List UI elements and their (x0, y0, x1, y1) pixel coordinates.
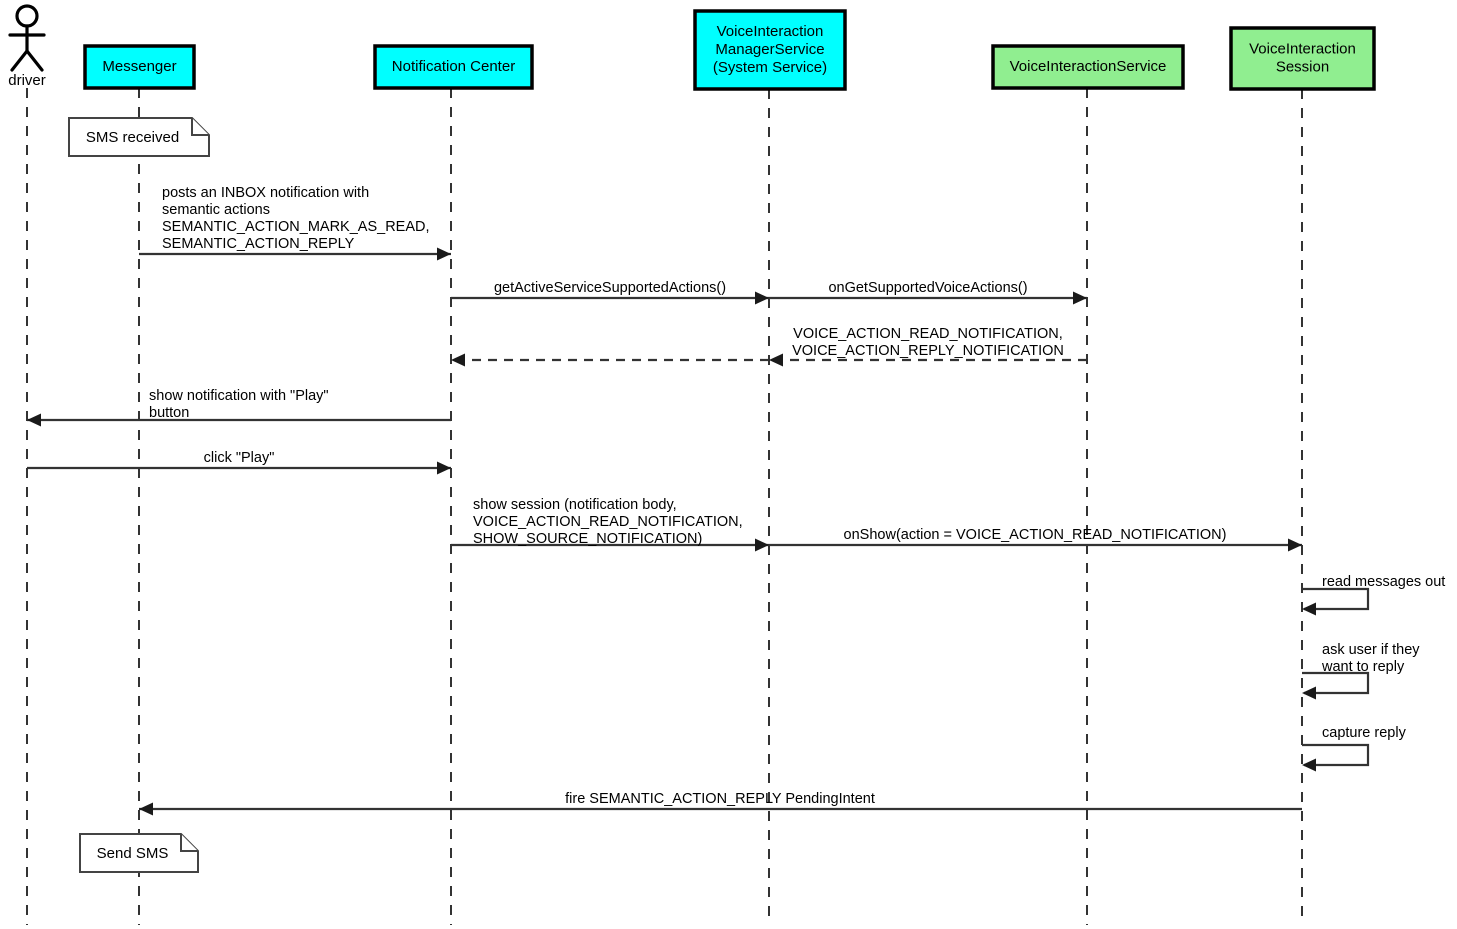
note-fold-corner-icon (191, 118, 209, 136)
message-arrowhead-icon (755, 538, 769, 552)
message-label: fire SEMANTIC_ACTION_REPLY PendingIntent (565, 791, 875, 807)
self-capture-reply[interactable]: capture reply (1302, 725, 1407, 772)
msg-return-voice-actions-to-notification-center[interactable] (451, 353, 769, 367)
self-message-arrowhead-icon (1302, 758, 1316, 772)
msg-return-voice-actions-to-manager[interactable]: VOICE_ACTION_READ_NOTIFICATION,VOICE_ACT… (769, 326, 1087, 367)
participant-box-voice-interaction-manager-service (693, 9, 847, 91)
self-message-line (1302, 587, 1370, 611)
self-message-label: capture reply (1322, 725, 1407, 741)
msg-click-play[interactable]: click "Play" (27, 450, 451, 475)
participants-group: Messenger Notification Center VoiceInterac… (83, 9, 1376, 91)
message-label: click "Play" (204, 450, 275, 466)
note-sms-received: SMS received (68, 117, 210, 157)
message-arrowhead-icon (769, 353, 783, 367)
message-arrowhead-icon (451, 353, 465, 367)
participant-label-notification-center: Notification Center (392, 58, 515, 75)
note-body (79, 833, 199, 873)
actor-driver[interactable]: driver (8, 4, 46, 89)
message-arrowhead-icon (1073, 291, 1087, 305)
message-label: onGetSupportedVoiceActions() (828, 280, 1027, 296)
actor-leg-left-icon (10, 49, 29, 72)
self-message-line (1302, 743, 1370, 767)
msg-on-show[interactable]: onShow(action = VOICE_ACTION_READ_NOTIFI… (769, 527, 1302, 552)
participant-box-voice-interaction-service (991, 44, 1185, 90)
participant-voice-interaction-service[interactable]: VoiceInteractionService (991, 44, 1185, 90)
message-label: getActiveServiceSupportedActions() (494, 280, 726, 296)
msg-show-notification-with-play-button[interactable]: show notification with "Play"button (27, 388, 451, 427)
participant-box-messenger (83, 44, 196, 90)
message-arrowhead-icon (1288, 538, 1302, 552)
actor-label: driver (8, 72, 46, 89)
note-label: SMS received (86, 129, 179, 146)
message-arrowhead-icon (139, 802, 153, 816)
self-message-label: read messages out (1322, 574, 1445, 590)
note-label: Send SMS (97, 845, 169, 862)
msg-fire-semantic-action-reply-pending-intent[interactable]: fire SEMANTIC_ACTION_REPLY PendingIntent (139, 791, 1302, 816)
message-label: show session (notification body,VOICE_AC… (473, 497, 743, 547)
message-arrowhead-icon (437, 247, 451, 261)
note-send-sms: Send SMS (79, 833, 199, 873)
self-message-arrowhead-icon (1302, 686, 1316, 700)
participant-notification-center[interactable]: Notification Center (373, 44, 534, 90)
actor-head-icon (15, 4, 39, 28)
note-body (68, 117, 210, 157)
self-message-arrowhead-icon (1302, 602, 1316, 616)
participant-label-messenger: Messenger (102, 58, 176, 75)
note-fold-corner-icon (180, 834, 198, 852)
participant-messenger[interactable]: Messenger (83, 44, 196, 90)
message-label: show notification with "Play"button (149, 388, 329, 421)
self-message-line (1302, 671, 1370, 695)
message-arrowhead-icon (755, 291, 769, 305)
msg-show-session[interactable]: show session (notification body,VOICE_AC… (451, 497, 769, 552)
participant-box-notification-center (373, 44, 534, 90)
actor-leg-right-icon (25, 49, 44, 72)
lifelines-group (26, 88, 1303, 925)
message-arrowhead-icon (437, 461, 451, 475)
message-arrowhead-icon (27, 413, 41, 427)
msg-on-get-supported-voice-actions[interactable]: onGetSupportedVoiceActions() (769, 280, 1087, 305)
participant-label-voice-interaction-service: VoiceInteractionService (1010, 58, 1167, 75)
actor-group: driver (8, 4, 46, 89)
participant-box-voice-interaction-session (1229, 26, 1376, 91)
msg-get-active-service-supported-actions[interactable]: getActiveServiceSupportedActions() (451, 280, 769, 305)
message-label: VOICE_ACTION_READ_NOTIFICATION,VOICE_ACT… (792, 326, 1064, 359)
self-read-messages-out[interactable]: read messages out (1302, 574, 1445, 616)
message-label: onShow(action = VOICE_ACTION_READ_NOTIFI… (844, 527, 1227, 543)
